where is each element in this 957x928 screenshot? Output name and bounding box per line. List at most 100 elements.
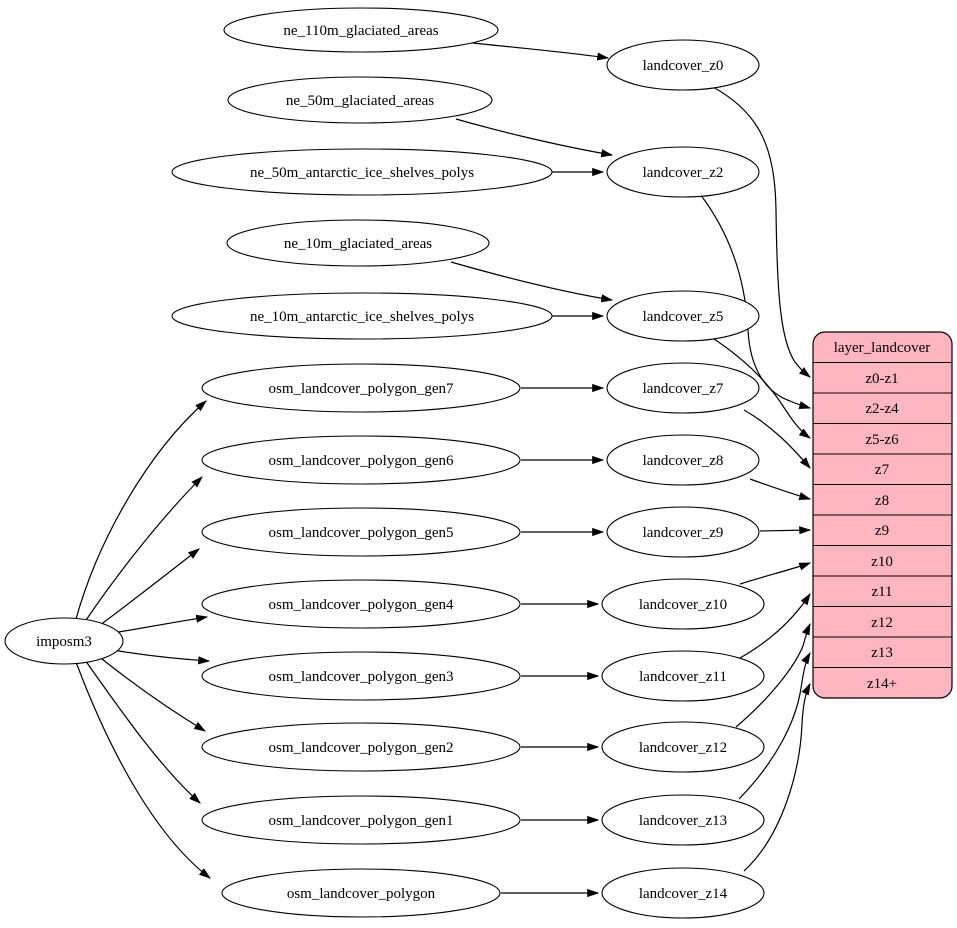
edge-landcover_z14-to-row-z14plus [743, 682, 811, 872]
table-header-layer_landcover: layer_landcover [834, 340, 931, 356]
node-osm_landcover_polygon_gen3-ellipse [201, 651, 521, 701]
edge-ne_50m_glaciated_areas-to-landcover_z2 [455, 118, 614, 158]
node-landcover_z0-label: landcover_z0 [643, 58, 724, 74]
edge-landcover_z8-to-row-z8 [749, 478, 812, 501]
node-landcover_z7-label: landcover_z7 [643, 381, 724, 397]
edge-imposm3-to-osm_landcover_polygon_gen7 [75, 400, 207, 620]
node-ne_50m_glaciated_areas-ellipse [227, 76, 493, 124]
node-osm_landcover_polygon_gen4-label: osm_landcover_polygon_gen4 [269, 597, 454, 613]
node-landcover_z7: landcover_z7 [606, 362, 760, 414]
node-osm_landcover_polygon_gen7-label: osm_landcover_polygon_gen7 [269, 381, 454, 397]
edge-landcover_z5-to-row-z5-z6 [710, 336, 811, 439]
node-osm_landcover_polygon_gen3: osm_landcover_polygon_gen3 [201, 651, 521, 701]
table-row-z0-z1: z0-z1 [865, 371, 898, 387]
node-landcover_z12-label: landcover_z12 [639, 740, 727, 756]
node-landcover_z9: landcover_z9 [606, 506, 760, 558]
node-landcover_z14-label: landcover_z14 [639, 886, 728, 902]
node-landcover_z13-label: landcover_z13 [639, 813, 727, 829]
node-landcover_z5: landcover_z5 [606, 290, 760, 342]
edge-imposm3-to-osm_landcover_polygon_gen6 [83, 476, 203, 624]
node-osm_landcover_polygon-label: osm_landcover_polygon [287, 886, 436, 902]
node-osm_landcover_polygon_gen5-ellipse [201, 507, 521, 557]
table-row-z13: z13 [871, 645, 893, 661]
table-row-z11: z11 [871, 584, 892, 600]
node-osm_landcover_polygon_gen2: osm_landcover_polygon_gen2 [201, 722, 521, 772]
node-landcover_z13-ellipse [601, 794, 765, 846]
node-landcover_z10: landcover_z10 [601, 578, 765, 630]
nodes-layer: imposm3 ne_110m_glaciated_areas ne_50m_g… [4, 7, 765, 919]
node-osm_landcover_polygon: osm_landcover_polygon [221, 868, 501, 918]
node-ne_50m_antarctic_ice_shelves_polys: ne_50m_antarctic_ice_shelves_polys [171, 148, 553, 196]
node-landcover_z0-ellipse [606, 39, 760, 91]
node-osm_landcover_polygon_gen5-label: osm_landcover_polygon_gen5 [269, 525, 454, 541]
node-ne_10m_antarctic_ice_shelves_polys-ellipse [171, 292, 553, 340]
node-ne_10m_glaciated_areas: ne_10m_glaciated_areas [226, 219, 490, 267]
edge-imposm3-to-osm_landcover_polygon_gen3 [112, 649, 211, 665]
node-imposm3-ellipse [4, 617, 124, 665]
table-row-z5-z6: z5-z6 [865, 432, 899, 448]
edge-landcover_z10-to-row-z10 [739, 562, 812, 585]
edge-imposm3-to-osm_landcover_polygon_gen5 [95, 548, 200, 629]
node-landcover_z5-label: landcover_z5 [643, 309, 724, 325]
node-ne_50m_antarctic_ice_shelves_polys-ellipse [171, 148, 553, 196]
node-ne_10m_antarctic_ice_shelves_polys-label: ne_10m_antarctic_ice_shelves_polys [250, 309, 474, 325]
table-row-z14plus: z14+ [867, 676, 897, 692]
table-row-z8: z8 [875, 493, 889, 509]
edge-ne_10m_glaciated_areas-to-landcover_z5 [450, 261, 614, 303]
edge-landcover_z11-to-row-z11 [739, 592, 811, 659]
edge-landcover_z12-to-row-z12 [735, 622, 811, 728]
node-osm_landcover_polygon_gen7-ellipse [201, 363, 521, 413]
node-landcover_z7-ellipse [606, 362, 760, 414]
node-landcover_z2-ellipse [606, 146, 760, 198]
node-osm_landcover_polygon_gen1-ellipse [201, 795, 521, 845]
node-imposm3-label: imposm3 [36, 634, 92, 650]
node-ne_110m_glaciated_areas-ellipse [223, 7, 499, 53]
edge-landcover_z9-to-row-z9 [759, 526, 812, 535]
edge-imposm3-to-osm_landcover_polygon [75, 661, 211, 879]
node-landcover_z2: landcover_z2 [606, 146, 760, 198]
node-ne_50m_glaciated_areas: ne_50m_glaciated_areas [227, 76, 493, 124]
node-landcover_z0: landcover_z0 [606, 39, 760, 91]
node-landcover_z12: landcover_z12 [601, 721, 765, 773]
node-osm_landcover_polygon_gen3-label: osm_landcover_polygon_gen3 [269, 669, 454, 685]
node-landcover_z10-ellipse [601, 578, 765, 630]
edge-landcover_z13-to-row-z13 [738, 651, 811, 800]
table-layer_landcover: layer_landcover z0-z1 z2-z4 z5-z6 z7 z8 … [812, 331, 953, 699]
node-osm_landcover_polygon_gen2-ellipse [201, 722, 521, 772]
node-osm_landcover_polygon_gen5: osm_landcover_polygon_gen5 [201, 507, 521, 557]
node-landcover_z9-ellipse [606, 506, 760, 558]
node-osm_landcover_polygon_gen6-ellipse [201, 435, 521, 485]
node-ne_50m_antarctic_ice_shelves_polys-label: ne_50m_antarctic_ice_shelves_polys [250, 165, 474, 181]
node-landcover_z14: landcover_z14 [601, 867, 765, 919]
node-landcover_z11-label: landcover_z11 [639, 669, 727, 685]
node-osm_landcover_polygon_gen4-ellipse [201, 579, 521, 629]
edge-imposm3-to-osm_landcover_polygon_gen4 [112, 614, 209, 634]
node-ne_110m_glaciated_areas-label: ne_110m_glaciated_areas [283, 23, 438, 39]
edge-landcover_z0-to-row-z0-z1 [710, 85, 811, 378]
node-landcover_z2-label: landcover_z2 [643, 165, 724, 181]
node-ne_10m_antarctic_ice_shelves_polys: ne_10m_antarctic_ice_shelves_polys [171, 292, 553, 340]
node-ne_10m_glaciated_areas-ellipse [226, 219, 490, 267]
edge-landcover_z2-to-row-z2-z4 [699, 193, 812, 409]
edge-ne_110m_glaciated_areas-to-landcover_z0 [472, 42, 610, 61]
node-landcover_z5-ellipse [606, 290, 760, 342]
table-row-z9: z9 [875, 523, 889, 539]
node-landcover_z8-label: landcover_z8 [643, 453, 724, 469]
node-landcover_z10-label: landcover_z10 [639, 597, 727, 613]
node-osm_landcover_polygon_gen1: osm_landcover_polygon_gen1 [201, 795, 521, 845]
edge-landcover_z7-to-row-z7 [743, 409, 811, 469]
node-landcover_z11: landcover_z11 [601, 650, 765, 702]
edge-imposm3-to-osm_landcover_polygon_gen2 [96, 654, 207, 732]
table-row-z7: z7 [875, 462, 890, 478]
node-osm_landcover_polygon_gen2-label: osm_landcover_polygon_gen2 [269, 740, 454, 756]
node-landcover_z9-label: landcover_z9 [643, 525, 724, 541]
node-osm_landcover_polygon_gen6-label: osm_landcover_polygon_gen6 [269, 453, 454, 469]
node-landcover_z12-ellipse [601, 721, 765, 773]
node-landcover_z8-ellipse [606, 434, 760, 486]
node-ne_50m_glaciated_areas-label: ne_50m_glaciated_areas [286, 93, 434, 109]
node-osm_landcover_polygon-ellipse [221, 868, 501, 918]
table-row-z12: z12 [871, 615, 893, 631]
node-landcover_z11-ellipse [601, 650, 765, 702]
